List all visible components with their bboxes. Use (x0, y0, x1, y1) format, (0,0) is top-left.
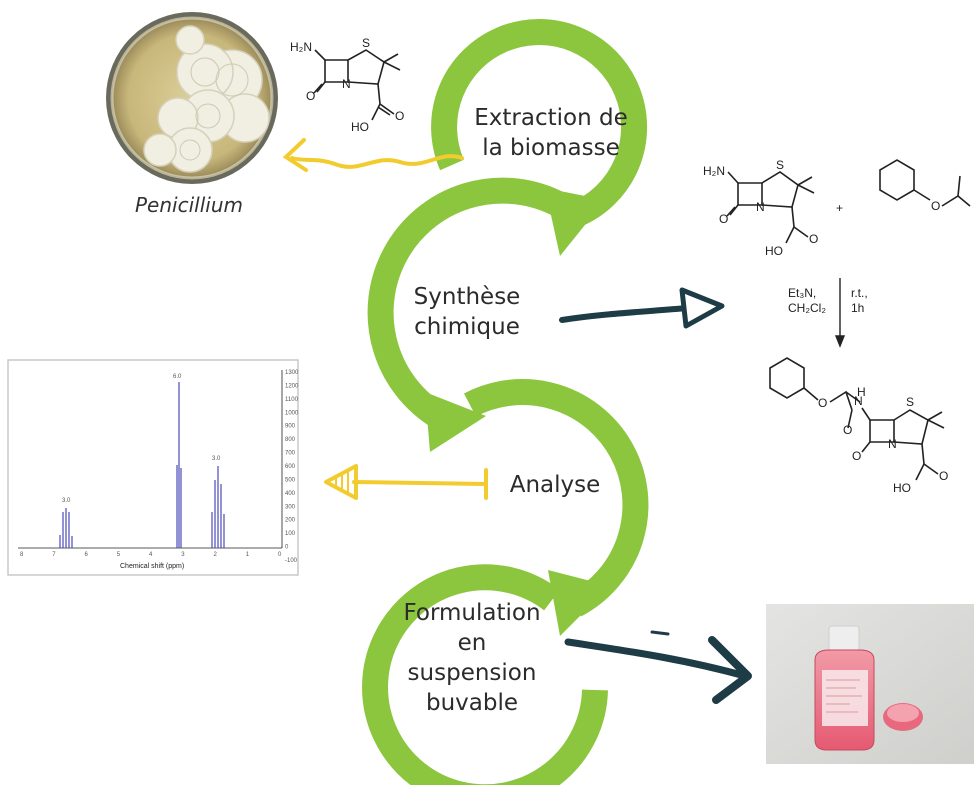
reactant-hydroxyl-label: HO (765, 244, 783, 258)
apa-amine-label: H₂N (290, 40, 312, 54)
nmr-y-tick-label: 1000 (285, 410, 299, 416)
extraction-arrow (282, 138, 464, 172)
nmr-peak-label-2: 6.0 (173, 374, 182, 380)
nmr-y-tick-label: 700 (285, 451, 296, 457)
nmr-y-tick-label: 800 (285, 437, 296, 443)
analyse-arrow (324, 464, 488, 500)
reaction-plus-sign: + (836, 201, 843, 215)
step-formulation-line-3: suspension (407, 660, 537, 686)
formulation-arrow (564, 630, 752, 704)
penicillium-caption: Penicillium (135, 193, 243, 217)
apa-sulfur-label: S (362, 36, 370, 50)
reagent-base: Et₃N, (788, 286, 817, 300)
nmr-y-tick-label: 1200 (285, 383, 299, 389)
nmr-x-axis-label: Chemical shift (ppm) (120, 563, 184, 570)
step-formulation-line-1: Formulation (403, 600, 541, 626)
cycle-arc-formulation (362, 564, 608, 785)
nmr-peak-label-3: 3.0 (212, 456, 221, 462)
apa-structure-right (726, 171, 815, 244)
reaction-conditions-right: r.t., 1h (851, 286, 868, 316)
product-amide-nitrogen: N (854, 394, 863, 408)
step-analyse-line-1: Analyse (509, 472, 601, 498)
reaction-arrow (834, 278, 846, 348)
nmr-x-tick-label: 8 (20, 552, 24, 558)
nmr-y-tick-label: 100 (285, 531, 296, 537)
petri-dish-icon (106, 12, 278, 184)
reactant-amine-label: H₂N (703, 164, 725, 178)
reactant-nitrogen-label: N (756, 200, 765, 214)
cycle-arc-analyse (463, 379, 649, 617)
nmr-x-ticks: 8 7 6 5 4 3 2 1 0 (20, 552, 282, 558)
reaction-time: 1h (851, 301, 865, 315)
step-synthese-line-1: Synthèse (413, 284, 521, 310)
product-sulfur-label: S (906, 395, 914, 409)
apa-carbonyl-label: O (395, 109, 404, 123)
arrowhead-extraction (545, 188, 605, 256)
product-carbonyl-label: O (939, 469, 948, 483)
nmr-y-tick-label: 900 (285, 424, 296, 430)
reagent-solvent: CH₂Cl₂ (788, 301, 826, 315)
nmr-y-tick-label: 1300 (285, 370, 299, 376)
nmr-x-tick-label: 4 (149, 552, 153, 558)
step-synthese: Synthèse chimique (402, 282, 532, 342)
product-amide-hydrogen: H (857, 385, 866, 399)
nmr-y-tick-label: 600 (285, 464, 296, 470)
nmr-x-tick-label: 2 (214, 552, 218, 558)
product-ether-oxygen: O (818, 396, 827, 410)
nmr-peak-label-1: 3.0 (62, 498, 71, 504)
product-amide-oxygen: O (843, 423, 852, 437)
step-extraction-line-1: Extraction de (474, 105, 628, 131)
cycle-arc-synthese (367, 177, 567, 432)
nmr-y-tick-label: 1100 (285, 397, 299, 403)
nmr-y-ticks: 1300120011001000900800700600500400300200… (285, 370, 299, 564)
reactant-carbonyl-label: O (809, 232, 818, 246)
nmr-y-tick-label: 500 (285, 477, 296, 483)
phenoxyacetic-structure (879, 159, 971, 207)
penicillin-v-structure (769, 357, 945, 481)
nmr-x-tick-label: 6 (85, 552, 89, 558)
cycle-arrowheads (425, 188, 610, 636)
cycle-arc-extraction (431, 19, 648, 228)
nmr-x-tick-label: 0 (278, 552, 282, 558)
bottle-icon (766, 604, 974, 764)
nmr-spectrum-icon: 3.0 6.0 3.0 1300120011001000900800700600… (7, 359, 299, 576)
arrowhead-synthese (425, 392, 486, 452)
reactant-oxygen-label: O (719, 212, 728, 226)
apa-nitrogen-label: N (342, 77, 351, 91)
nmr-y-tick-label: 200 (285, 518, 296, 524)
reaction-temperature: r.t., (851, 286, 868, 300)
reactant-sulfur-label: S (776, 158, 784, 172)
step-formulation: Formulation en suspension buvable (392, 598, 552, 718)
step-extraction: Extraction de la biomasse (466, 103, 636, 163)
product-lactam-oxygen: O (852, 449, 861, 463)
reaction-conditions-left: Et₃N, CH₂Cl₂ (788, 286, 826, 316)
nmr-y-tick-label: -100 (285, 558, 298, 564)
nmr-y-tick-label: 300 (285, 504, 296, 510)
nmr-x-tick-label: 1 (246, 552, 250, 558)
arrowhead-analyse (548, 570, 610, 636)
apa-structure-top (313, 49, 401, 121)
step-formulation-line-2: en (457, 630, 487, 656)
nmr-y-tick-label: 400 (285, 491, 296, 497)
apa-hydroxyl-label: HO (351, 120, 369, 134)
step-extraction-line-2: la biomasse (482, 135, 620, 161)
product-hydroxyl-label: HO (893, 481, 911, 495)
synthese-arrow (559, 287, 725, 329)
step-formulation-line-4: buvable (425, 690, 519, 716)
nmr-y-tick-label: 0 (285, 545, 289, 551)
nmr-x-tick-label: 5 (117, 552, 121, 558)
phenoxy-oxygen-label: O (931, 199, 940, 213)
apa-oxygen-label: O (306, 89, 315, 103)
step-analyse: Analyse (500, 470, 610, 500)
product-nitrogen-label: N (888, 437, 897, 451)
nmr-x-tick-label: 3 (181, 552, 185, 558)
step-synthese-line-2: chimique (414, 314, 520, 340)
cycle-arrows (362, 19, 649, 785)
nmr-x-tick-label: 7 (52, 552, 56, 558)
